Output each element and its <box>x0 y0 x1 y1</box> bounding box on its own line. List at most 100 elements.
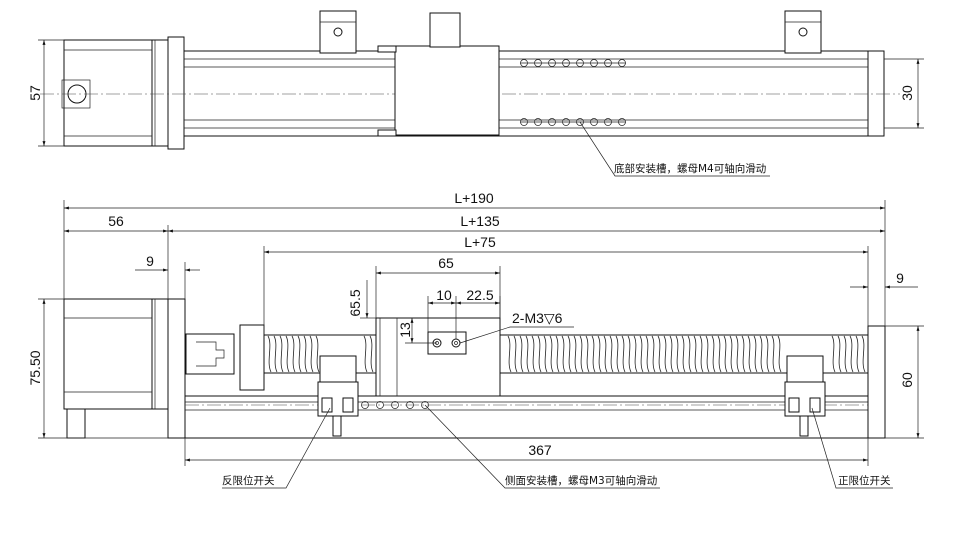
screw-thread-line <box>729 335 734 373</box>
dim-rail-367: 367 <box>528 442 552 458</box>
dim-hole-gap-10: 10 <box>436 287 452 303</box>
front-end-plate-right <box>867 325 886 439</box>
screw-thread-line <box>579 335 584 373</box>
top-rail-body <box>183 50 869 137</box>
screw-thread-line <box>603 335 608 373</box>
dim-height-60: 60 <box>899 372 915 388</box>
screw-thread-line <box>297 335 302 373</box>
top-motor-flange <box>151 39 169 147</box>
dim-offset-right-9: 9 <box>896 270 904 286</box>
dim-height-57: 57 <box>27 85 43 101</box>
limit-switch-left <box>317 355 359 437</box>
coupling <box>185 333 235 375</box>
screw-thread-line <box>855 335 860 373</box>
front-end-plate-left <box>167 298 186 439</box>
top-slot-nuts-lower <box>520 118 626 126</box>
top-slider <box>394 45 500 136</box>
screw-thread-line <box>537 335 542 373</box>
screw-thread-line <box>735 335 740 373</box>
limit-switch-right <box>784 355 826 437</box>
top-slider-boss <box>429 12 461 48</box>
dim-l-plus-75: L+75 <box>464 234 496 250</box>
dim-height-75-50: 75.50 <box>27 350 43 385</box>
front-motor-flange <box>151 298 169 410</box>
screw-thread-line <box>765 335 770 373</box>
screw-thread-line <box>513 335 518 373</box>
screw-thread-line <box>621 335 626 373</box>
screw-thread-line <box>543 335 548 373</box>
note-side-slot: 侧面安装槽，螺母M3可轴向滑动 <box>505 474 657 487</box>
screw-thread-line <box>657 335 662 373</box>
screw-thread-line <box>369 335 374 373</box>
screw-thread-line <box>663 335 668 373</box>
dim-slider-65: 65 <box>438 255 454 271</box>
front-slider <box>375 317 501 397</box>
screw-thread-line <box>843 335 848 373</box>
screw-thread-line <box>363 335 368 373</box>
screw-thread-line <box>585 335 590 373</box>
note-reverse-limit: 反限位开关 <box>222 474 275 487</box>
screw-thread-line <box>771 335 776 373</box>
screw-thread-line <box>303 335 308 373</box>
dim-l-plus-135: L+135 <box>460 213 500 229</box>
front-view: L+190 56 L+135 L+75 9 9 65 10 22.5 <box>27 190 924 489</box>
screw-thread-line <box>741 335 746 373</box>
screw-thread-line <box>681 335 686 373</box>
screw-threads <box>267 335 866 373</box>
top-end-plate-right <box>867 50 885 137</box>
bearing-block <box>239 324 265 391</box>
screw-thread-line <box>705 335 710 373</box>
screw-thread-line <box>285 335 290 373</box>
top-limit-bracket-right <box>784 10 822 54</box>
screw-thread-line <box>507 335 512 373</box>
screw-thread-line <box>687 335 692 373</box>
screw-thread-line <box>555 335 560 373</box>
dim-slider-65-5: 65.5 <box>347 289 363 316</box>
screw-thread-line <box>279 335 284 373</box>
screw-thread-line <box>531 335 536 373</box>
dim-thread-m3: 2-M3▽6 <box>512 310 563 326</box>
screw-thread-line <box>699 335 704 373</box>
screw-thread-line <box>693 335 698 373</box>
screw-thread-line <box>291 335 296 373</box>
dim-rail-30: 30 <box>899 85 915 101</box>
dim-56: 56 <box>108 213 124 229</box>
top-end-plate-left <box>167 36 185 150</box>
top-view: 57 30 底部安装槽，螺母M4可轴向滑动 <box>27 10 924 177</box>
screw-thread-line <box>723 335 728 373</box>
screw-thread-line <box>675 335 680 373</box>
screw-thread-line <box>633 335 638 373</box>
screw-thread-line <box>273 335 278 373</box>
screw-thread-line <box>573 335 578 373</box>
screw-thread-line <box>651 335 656 373</box>
note-forward-limit: 正限位开关 <box>838 474 891 487</box>
screw-thread-line <box>615 335 620 373</box>
screw-thread-line <box>831 335 836 373</box>
top-slot-nuts-upper <box>520 59 626 67</box>
screw-thread-line <box>645 335 650 373</box>
note-bottom-slot: 底部安装槽，螺母M4可轴向滑动 <box>614 162 766 175</box>
screw-thread-line <box>759 335 764 373</box>
screw-thread-line <box>861 335 866 373</box>
screw-thread-line <box>315 335 320 373</box>
screw-thread-line <box>777 335 782 373</box>
front-motor-body <box>63 298 153 410</box>
top-limit-bracket-left <box>319 10 357 54</box>
screw-thread-line <box>747 335 752 373</box>
screw-thread-line <box>711 335 716 373</box>
screw-thread-line <box>627 335 632 373</box>
screw-thread-line <box>519 335 524 373</box>
screw-thread-line <box>669 335 674 373</box>
dim-offset-left-9: 9 <box>146 253 154 269</box>
top-motor-body <box>63 39 153 147</box>
front-motor-connector <box>66 408 86 439</box>
screw-thread-line <box>849 335 854 373</box>
screw-thread-line <box>525 335 530 373</box>
screw-thread-line <box>597 335 602 373</box>
screw-thread-line <box>837 335 842 373</box>
dim-hole-13: 13 <box>397 322 413 338</box>
screw-thread-line <box>561 335 566 373</box>
dim-l-plus-190: L+190 <box>454 190 494 206</box>
front-base-rail <box>184 395 869 439</box>
